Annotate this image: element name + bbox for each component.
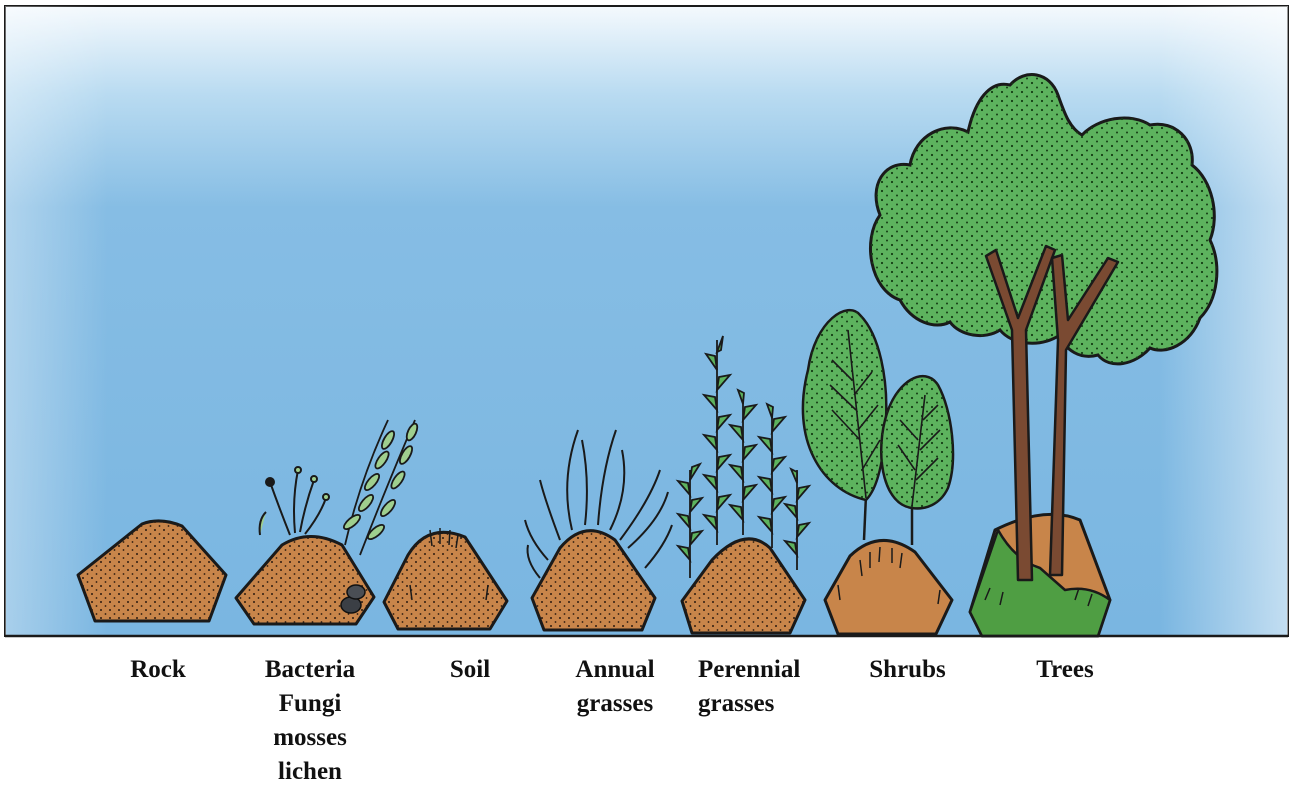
label-annual-grasses-line2: grasses: [555, 687, 675, 721]
label-perennial-grasses-line1: Perennial: [698, 653, 838, 687]
label-pioneers-line3: mosses: [255, 721, 365, 755]
label-soil-line1: Soil: [425, 653, 515, 687]
label-pioneers-line1: Bacteria: [255, 653, 365, 687]
label-annual-grasses-line1: Annual: [555, 653, 675, 687]
label-perennial-grasses-line2: grasses: [698, 687, 838, 721]
label-rock-line1: Rock: [103, 653, 213, 687]
label-rock: Rock: [103, 653, 213, 687]
label-pioneers-line4: lichen: [255, 755, 365, 789]
label-soil: Soil: [425, 653, 515, 687]
label-annual-grasses: Annual grasses: [555, 653, 675, 721]
label-pioneers: Bacteria Fungi mosses lichen: [255, 653, 365, 789]
label-trees-line1: Trees: [1015, 653, 1115, 687]
label-trees: Trees: [1015, 653, 1115, 687]
label-pioneers-line2: Fungi: [255, 687, 365, 721]
label-shrubs: Shrubs: [850, 653, 965, 687]
label-shrubs-line1: Shrubs: [850, 653, 965, 687]
label-perennial-grasses: Perennial grasses: [698, 653, 838, 721]
